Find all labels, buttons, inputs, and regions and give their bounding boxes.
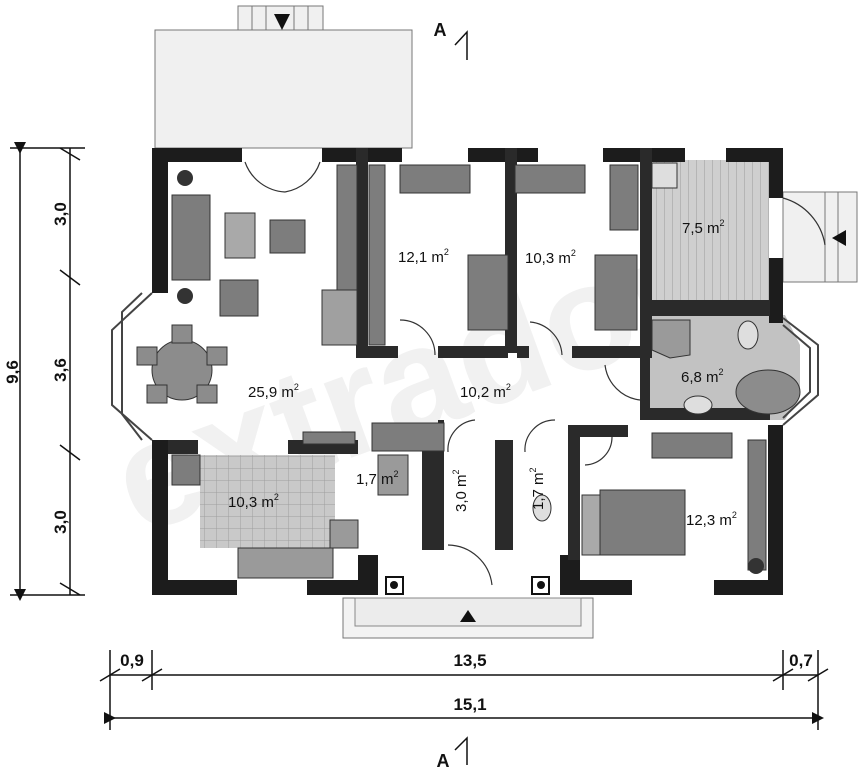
section-line-top-icon — [454, 30, 468, 60]
room-area-label-wc: 1,7 m2 — [528, 467, 547, 510]
plant-icons — [177, 170, 764, 574]
section-marker-bottom: A — [437, 751, 450, 771]
room-area-label-master-bedroom: 12,3 m2 — [686, 510, 737, 529]
dim-left-segment-3: 3,0 — [51, 510, 70, 534]
dim-bottom-segment-1: 0,9 — [120, 651, 144, 670]
side-entrance-arrow-icon — [832, 230, 846, 246]
rear-entrance-arrow-icon — [274, 14, 290, 30]
rear-terrace — [154, 5, 413, 149]
dimension-lines — [10, 142, 829, 730]
room-area-label-living: 25,9 m2 — [248, 382, 299, 401]
dim-bottom-total: 15,1 — [453, 695, 486, 714]
room-area-label-bedroom-1: 12,1 m2 — [398, 247, 449, 266]
doors — [244, 161, 826, 586]
bathroom-fixtures — [532, 319, 801, 522]
room-area-label-bedroom-2: 10,3 m2 — [525, 248, 576, 267]
dim-left-segment-2: 3,6 — [51, 358, 70, 382]
room-area-label-hall: 10,2 m2 — [460, 382, 511, 401]
living-bay-window — [111, 292, 153, 441]
bathroom-bay-window — [782, 317, 819, 426]
dim-left-segment-1: 3,0 — [51, 202, 70, 226]
interior-walls — [168, 148, 770, 560]
dining-table — [136, 324, 228, 404]
section-marker-top: A — [434, 20, 447, 40]
dim-bottom-segment-3: 0,7 — [789, 651, 813, 670]
section-line-bottom-icon — [454, 736, 468, 765]
porch-posts — [385, 576, 550, 595]
front-entrance-arrow-icon — [460, 610, 476, 622]
room-area-label-pantry: 1,7 m2 — [356, 469, 399, 488]
dim-left-total: 9,6 — [3, 360, 22, 384]
room-area-label-kitchen: 10,3 m2 — [228, 492, 279, 511]
room-labels: 25,9 m2 12,1 m2 10,3 m2 7,5 m2 6,8 m2 10,2 m2… — [228, 218, 737, 529]
dim-bottom-segment-2: 13,5 — [453, 651, 486, 670]
kitchen-floor — [200, 455, 335, 548]
room-area-label-bathroom: 6,8 m2 — [681, 367, 724, 386]
room-area-label-vestibule: 3,0 m2 — [451, 469, 470, 512]
furniture — [171, 162, 767, 579]
room-area-label-boiler-room: 7,5 m2 — [682, 218, 725, 237]
